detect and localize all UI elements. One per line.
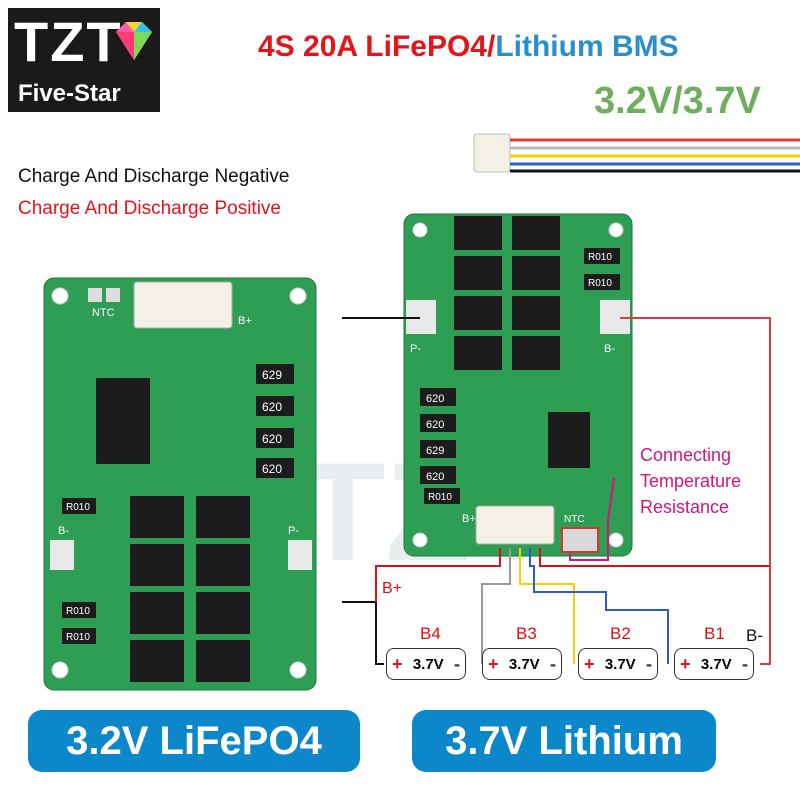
title-part2: Lithium BMS — [495, 30, 679, 63]
title-part1: 4S 20A LiFePO4 — [258, 30, 487, 63]
svg-text:R010: R010 — [66, 502, 90, 513]
temp-note-line-3: Resistance — [640, 497, 730, 517]
svg-text:B-: B- — [604, 343, 615, 355]
svg-text:R010: R010 — [66, 632, 90, 643]
cell-plus: + — [488, 653, 499, 674]
battery-cell-b2: + 3.7V - — [578, 648, 658, 680]
cell-minus: - — [454, 653, 460, 674]
cell-minus: - — [742, 653, 748, 674]
svg-text:R010: R010 — [428, 492, 452, 503]
left-chip-2: 620 — [262, 400, 282, 414]
svg-text:R010: R010 — [588, 252, 612, 263]
svg-text:NTC: NTC — [564, 514, 585, 525]
right-chip-4: 620 — [426, 471, 444, 483]
temp-note-line-2: Temperature — [640, 471, 742, 491]
cell-voltage: 3.7V — [604, 655, 636, 673]
cell-voltage: 3.7V — [412, 655, 444, 673]
lifepo4-badge: 3.2V LiFePO4 — [28, 710, 360, 772]
right-chip-3: 629 — [426, 445, 444, 457]
legend-negative: Charge And Discharge Negative — [18, 166, 290, 187]
cell-label-b2: B2 — [610, 624, 631, 643]
right-chip-2: 620 — [426, 419, 444, 431]
legend-positive: Charge And Discharge Positive — [18, 198, 281, 219]
svg-text:B-: B- — [58, 525, 69, 537]
cell-label-b1: B1 — [704, 624, 725, 643]
right-chip-1: 620 — [426, 393, 444, 405]
brand-tagline: Five-Star — [18, 80, 121, 107]
svg-text:B+: B+ — [462, 513, 476, 525]
svg-text:R010: R010 — [588, 278, 612, 289]
left-chip-3: 620 — [262, 432, 282, 446]
cell-plus: + — [680, 653, 691, 674]
voltage-label: 3.2V/3.7V — [594, 80, 761, 122]
cell-minus: - — [550, 653, 556, 674]
balance-connector — [473, 133, 800, 173]
cell-voltage: 3.7V — [508, 655, 540, 673]
diamond-icon — [116, 22, 152, 60]
cell-label-b4: B4 — [420, 624, 441, 643]
left-chip-1: 629 — [262, 368, 282, 382]
battery-cell-b1: + 3.7V - — [674, 648, 754, 680]
right-pcb: R010 R010 620 620 629 620 R010 P- B- B+ … — [403, 213, 633, 557]
cell-plus: + — [584, 653, 595, 674]
b-plus-label: B+ — [382, 580, 403, 597]
battery-cell-b3: + 3.7V - — [482, 648, 562, 680]
cell-label-b3: B3 — [516, 624, 537, 643]
brand-logo: TZT Five-Star — [8, 8, 160, 112]
title-separator: / — [486, 30, 496, 63]
temp-note-line-1: Connecting — [640, 445, 732, 465]
svg-text:B+: B+ — [238, 315, 252, 327]
product-title: 4S 20A LiFePO4/Lithium BMS — [258, 30, 679, 64]
cell-plus: + — [392, 653, 403, 674]
b-minus-label: B- — [746, 626, 763, 645]
cell-minus: - — [646, 653, 652, 674]
cell-voltage: 3.7V — [700, 655, 732, 673]
temperature-note: Connecting Temperature Resistance — [640, 442, 741, 520]
svg-text:R010: R010 — [66, 606, 90, 617]
left-chip-4: 620 — [262, 462, 282, 476]
lithium-badge: 3.7V Lithium — [412, 710, 716, 772]
battery-cell-b4: + 3.7V - — [386, 648, 466, 680]
svg-text:P-: P- — [410, 343, 421, 355]
svg-text:P-: P- — [288, 525, 299, 537]
brand-name: TZT — [14, 10, 123, 73]
left-pcb: 629 620 620 620 R010 R010 R010 NTC B+ B-… — [43, 277, 317, 691]
svg-text:NTC: NTC — [92, 307, 115, 319]
